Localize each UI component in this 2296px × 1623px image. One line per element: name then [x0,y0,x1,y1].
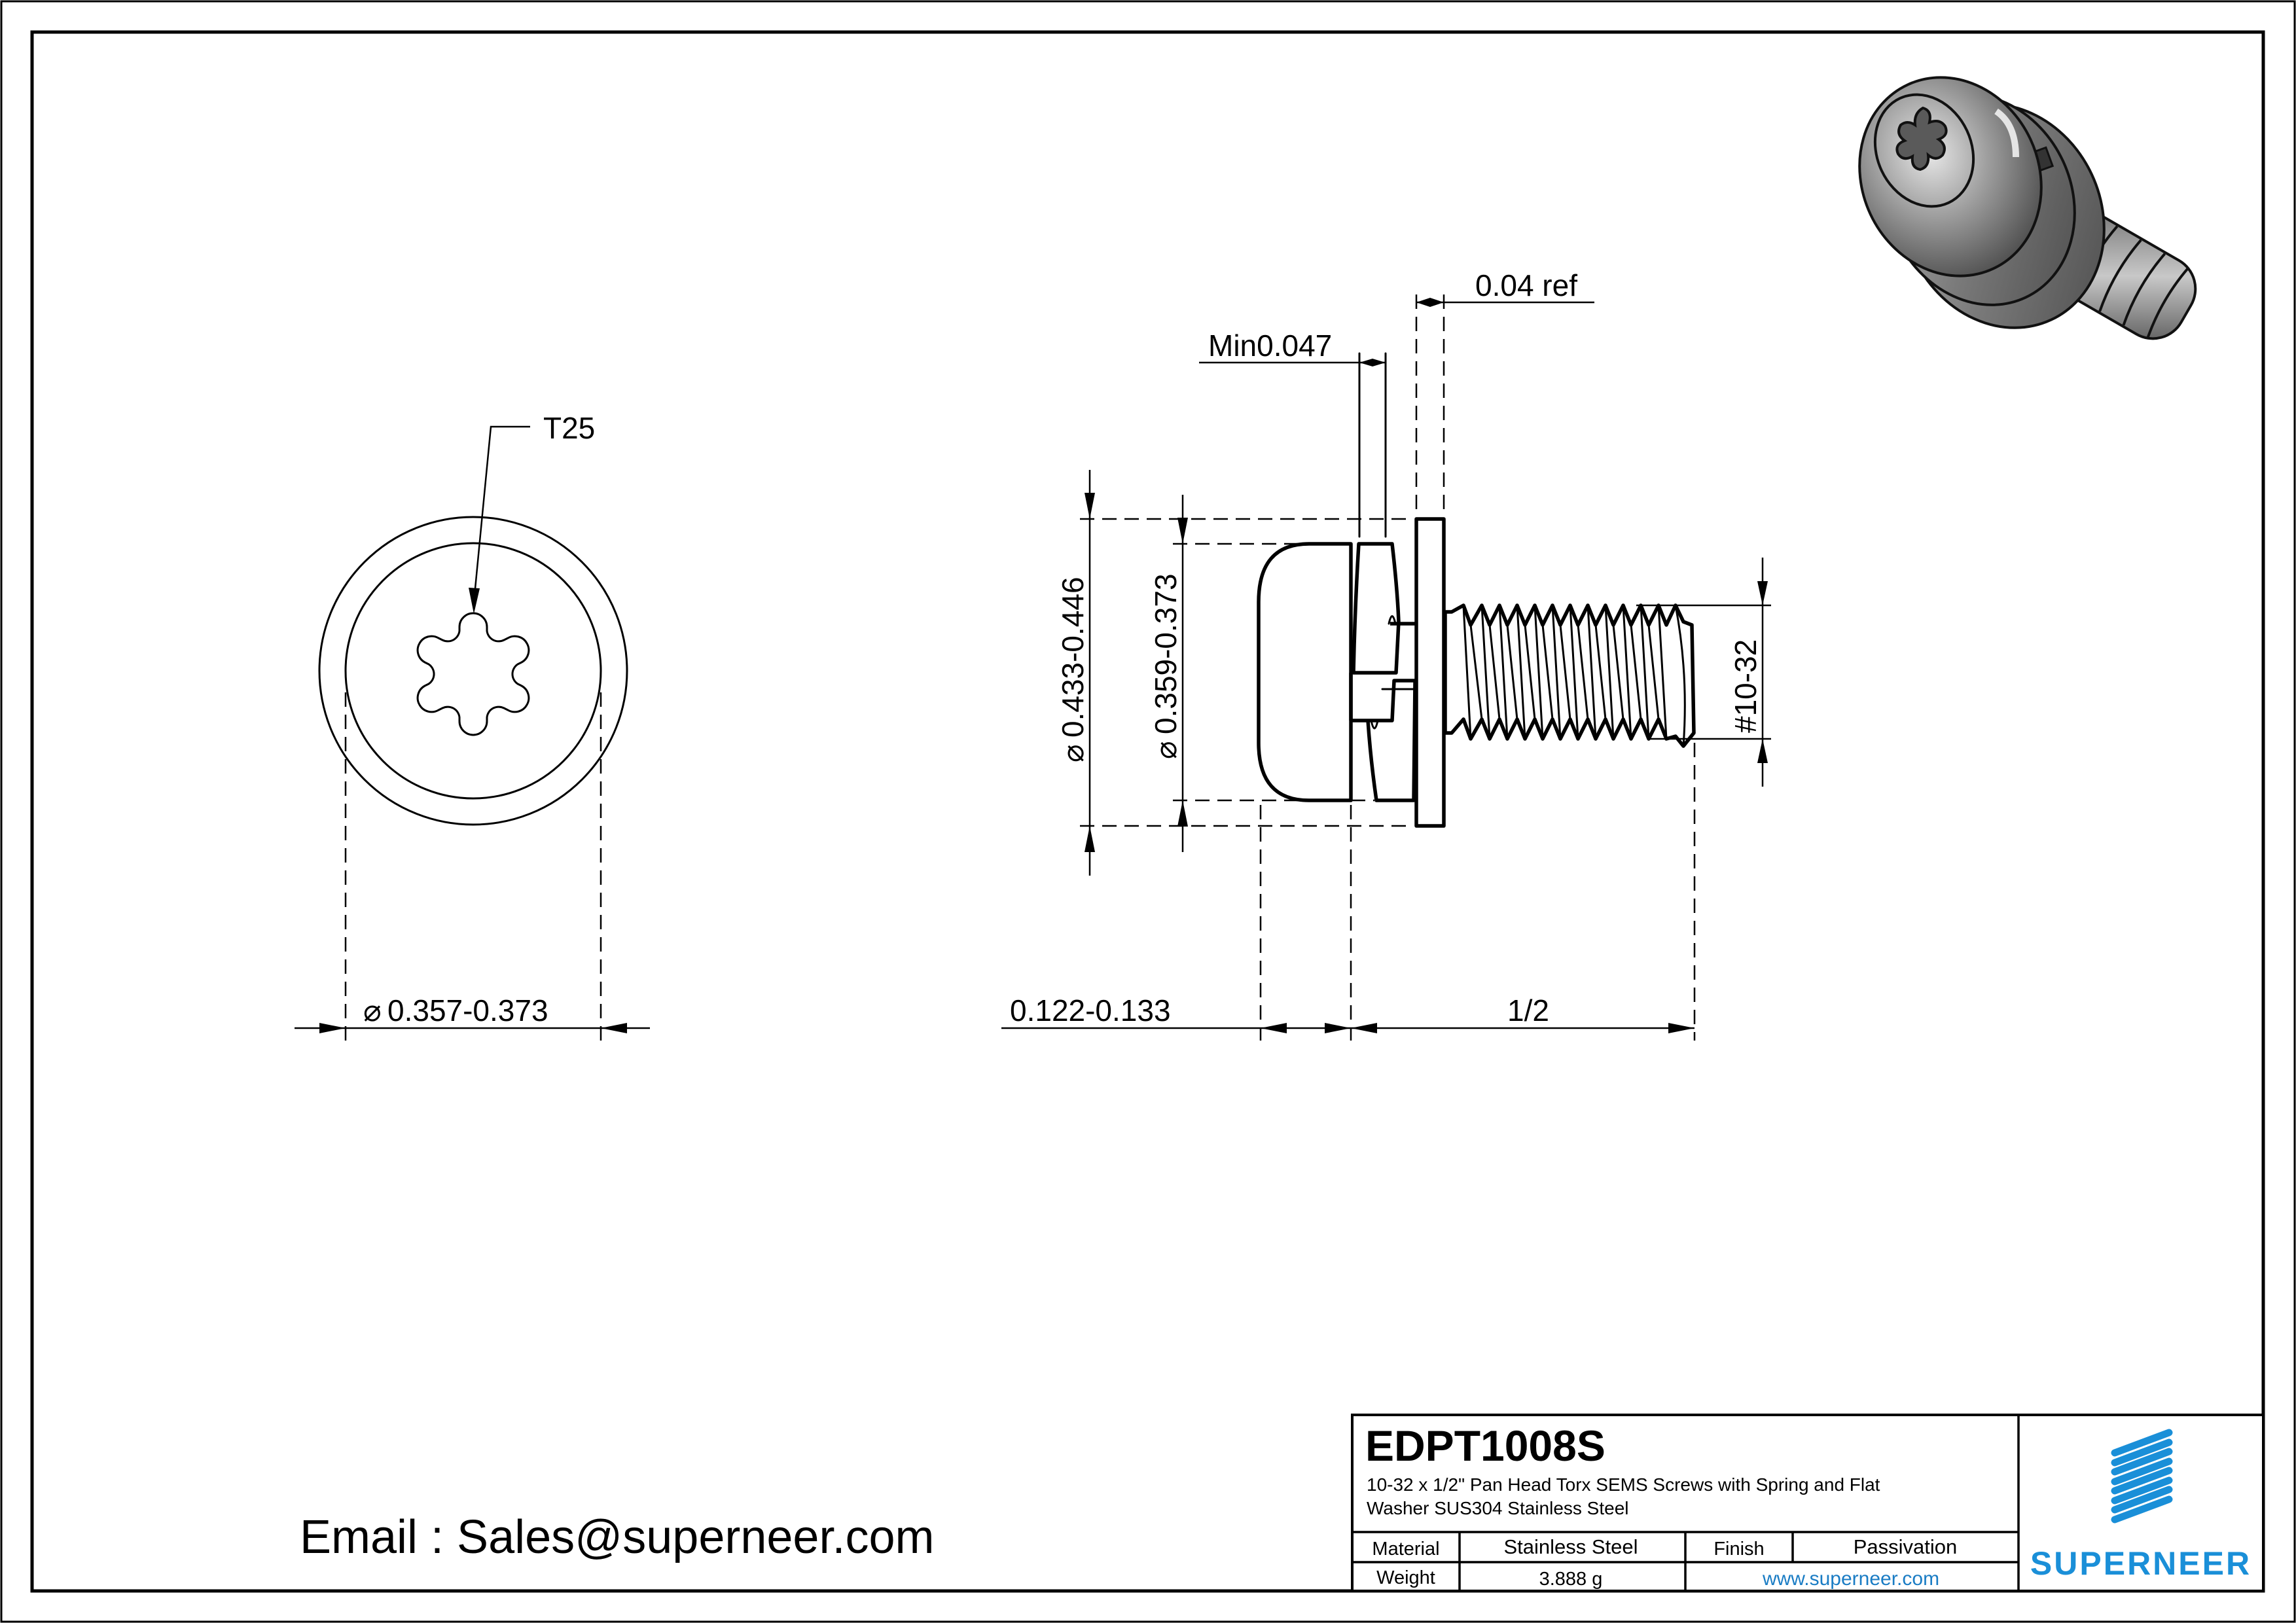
arrowhead-icon [1359,359,1372,366]
arrowhead-icon [601,1023,627,1033]
contact-email: Email : Sales@superneer.com [300,1511,935,1563]
thread-size-dim: #10-32 [1729,639,1763,733]
arrowhead-icon [1668,1023,1695,1033]
arrowhead-icon [1372,359,1386,366]
finish-label: Finish [1713,1539,1764,1560]
superneer-logo: SUPERNEER [2030,1429,2251,1582]
arrowhead-icon [1430,298,1444,307]
threaded-shank [1443,603,1696,748]
weight-label: Weight [1376,1567,1435,1588]
head-view: T25 ⌀ 0.357-0.373 [295,411,650,1041]
weight-value: 3.888 g [1539,1569,1603,1590]
logo-wordmark: SUPERNEER [2030,1545,2251,1582]
website-link[interactable]: www.superneer.com [1762,1568,1939,1590]
arrowhead-icon [1351,1023,1377,1033]
t25-leader-line [473,425,530,603]
head-outer-circle [318,516,628,826]
head-view-diameter-dim: 0.357-0.373 [387,993,548,1027]
arrowhead-icon [1325,1023,1351,1033]
arrowhead-icon [319,1023,346,1033]
drawing-frame [30,30,2265,1593]
description-line-1: 10-32 x 1/2" Pan Head Torx SEMS Screws w… [1367,1474,1880,1495]
screw-3d-render [1858,76,2197,340]
drive-callout: T25 [543,411,595,445]
length-dim: 1/2 [1507,993,1549,1027]
arrowhead-icon [1757,581,1768,605]
head-inner-circle [344,542,602,800]
arrowhead-icon [1416,298,1430,307]
flat-washer [1414,517,1446,828]
arrowhead-icon [1177,800,1188,827]
torx-recess-icon [416,612,530,736]
side-head-diameter-dim: 0.359-0.373 [1149,573,1183,734]
description-line-2: Washer SUS304 Stainless Steel [1367,1498,1629,1518]
torx-recess-3d-icon [1895,106,1948,171]
finish-value: Passivation [1854,1535,1958,1558]
side-view: ⌀ 0.433-0.446 ⌀ 0.359-0.373 Min0.047 0.0… [1001,268,1771,1041]
arrowhead-icon [1085,493,1095,519]
arrowhead-icon [1261,1023,1287,1033]
spring-washer [1349,542,1417,802]
material-label: Material [1372,1539,1439,1560]
spring-washer-thickness-dim: Min0.047 [1208,329,1332,363]
part-number: EDPT1008S [1365,1421,1605,1470]
material-value: Stainless Steel [1503,1535,1638,1558]
washer-od-dim: 0.433-0.446 [1056,577,1090,738]
head-height-dim: 0.122-0.133 [1010,993,1171,1027]
striped-parallelogram-icon [2111,1429,2173,1524]
washer-od-diameter-symbol: ⌀ [1056,744,1090,762]
title-block: EDPT1008S 10-32 x 1/2" Pan Head Torx SEM… [1351,1414,2265,1592]
arrowhead-icon [1085,826,1095,852]
arrowhead-icon [1177,518,1188,544]
leader-arrowhead-icon [469,588,480,614]
pan-head-profile [1257,542,1353,802]
head-diameter-symbol: ⌀ [1149,741,1183,759]
head-view-diameter-symbol: ⌀ [363,993,382,1027]
flat-washer-thickness-dim: 0.04 ref [1475,268,1577,302]
arrowhead-icon [1757,739,1768,763]
